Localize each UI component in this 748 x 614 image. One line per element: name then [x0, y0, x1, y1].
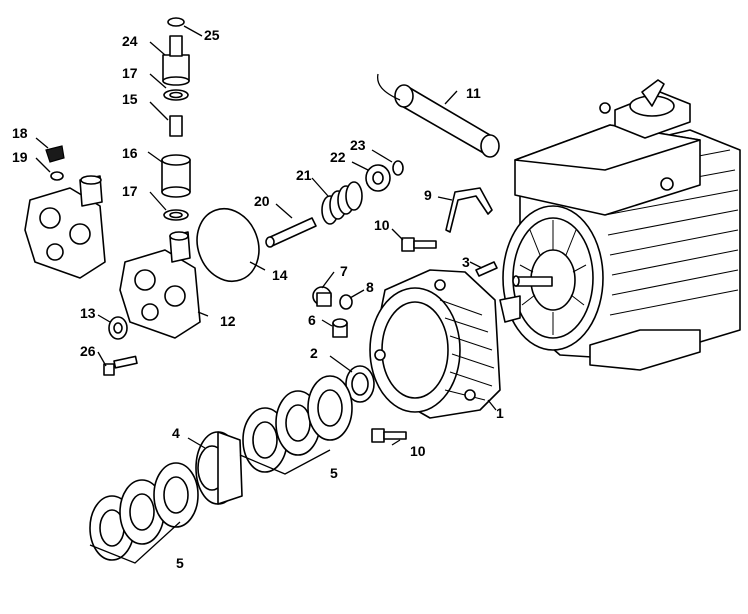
callout-13: 13: [80, 305, 96, 321]
snap-ring: [392, 160, 404, 176]
cap: [332, 318, 348, 338]
piston: [267, 217, 317, 247]
callout-15: 15: [122, 91, 138, 107]
callout-labels: 1 2 3 4 5 5 6 7 8 9 10 10 11 12 13 14 15…: [12, 27, 504, 571]
pump-housing: [369, 269, 501, 419]
washer-17-upper: [163, 89, 189, 101]
filter-screen: [169, 115, 183, 137]
key: [475, 261, 498, 277]
spring: [321, 181, 363, 225]
callout-23: 23: [350, 137, 366, 153]
o-ring-19: [50, 171, 64, 181]
capacitor: [376, 73, 500, 158]
callout-1: 1: [496, 405, 504, 421]
plug-18: [45, 145, 65, 163]
callout-11: 11: [466, 85, 481, 101]
callout-20: 20: [254, 193, 270, 209]
washer-22: [365, 164, 391, 192]
inlet-fitting: [161, 154, 191, 198]
callout-8: 8: [366, 279, 374, 295]
clamp: [445, 187, 493, 233]
swash-plate: [195, 431, 243, 505]
bearing-set-upper: [242, 375, 353, 473]
o-ring-small: [339, 294, 353, 310]
callout-7: 7: [340, 263, 348, 279]
callout-21: 21: [296, 167, 312, 183]
plug: [312, 286, 332, 307]
callout-24: 24: [122, 33, 138, 49]
callout-14: 14: [272, 267, 288, 283]
callout-10-lower: 10: [410, 443, 426, 459]
callout-10-upper: 10: [374, 217, 390, 233]
o-ring-25: [167, 17, 185, 27]
callout-12: 12: [220, 313, 236, 329]
washer-17-lower: [163, 209, 189, 221]
callout-3: 3: [462, 254, 470, 270]
callout-6: 6: [308, 312, 316, 328]
callout-17-lower: 17: [122, 183, 138, 199]
shaft-seal: [345, 365, 375, 403]
leader-lines: [35, 25, 497, 564]
callout-17-upper: 17: [122, 65, 138, 81]
callout-25: 25: [204, 27, 220, 43]
callout-5-lower: 5: [176, 555, 184, 571]
o-ring-large: [196, 207, 260, 283]
callout-4: 4: [172, 425, 180, 441]
hose-coupling: [162, 35, 190, 86]
bearing-set-lower: [89, 462, 199, 561]
valve-head-upper: [24, 175, 106, 279]
screw: [103, 355, 138, 376]
callout-18: 18: [12, 125, 28, 141]
nut: [108, 316, 128, 340]
bolt-upper: [401, 237, 437, 252]
callout-5-upper: 5: [330, 465, 338, 481]
bolt-lower: [371, 428, 407, 443]
valve-head-12: [119, 231, 201, 339]
callout-16: 16: [122, 145, 138, 161]
electric-motor: [499, 79, 741, 371]
callout-26: 26: [80, 343, 96, 359]
callout-22: 22: [330, 149, 346, 165]
callout-19: 19: [12, 149, 28, 165]
callout-9: 9: [424, 187, 432, 203]
callout-2: 2: [310, 345, 318, 361]
